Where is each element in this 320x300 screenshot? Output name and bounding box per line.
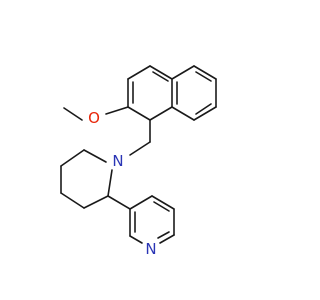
chemical-structure-diagram: O N N <box>60 65 217 258</box>
oxygen-label: O <box>88 109 100 127</box>
pyridine-nitrogen-label: N <box>145 240 156 258</box>
naphthalene-ring <box>127 65 217 121</box>
piperidine-nitrogen-label: N <box>112 152 123 170</box>
ring-linker <box>107 195 131 210</box>
piperidine-ring <box>60 149 113 209</box>
pyridine-nitrogen-atom: N <box>145 240 156 258</box>
piperidine-nitrogen-atom: N <box>112 152 123 170</box>
pyridine-ring <box>129 195 175 244</box>
oxygen-atom: O <box>88 109 100 127</box>
methylene-linker <box>129 119 151 156</box>
methoxy-bond <box>63 106 129 121</box>
